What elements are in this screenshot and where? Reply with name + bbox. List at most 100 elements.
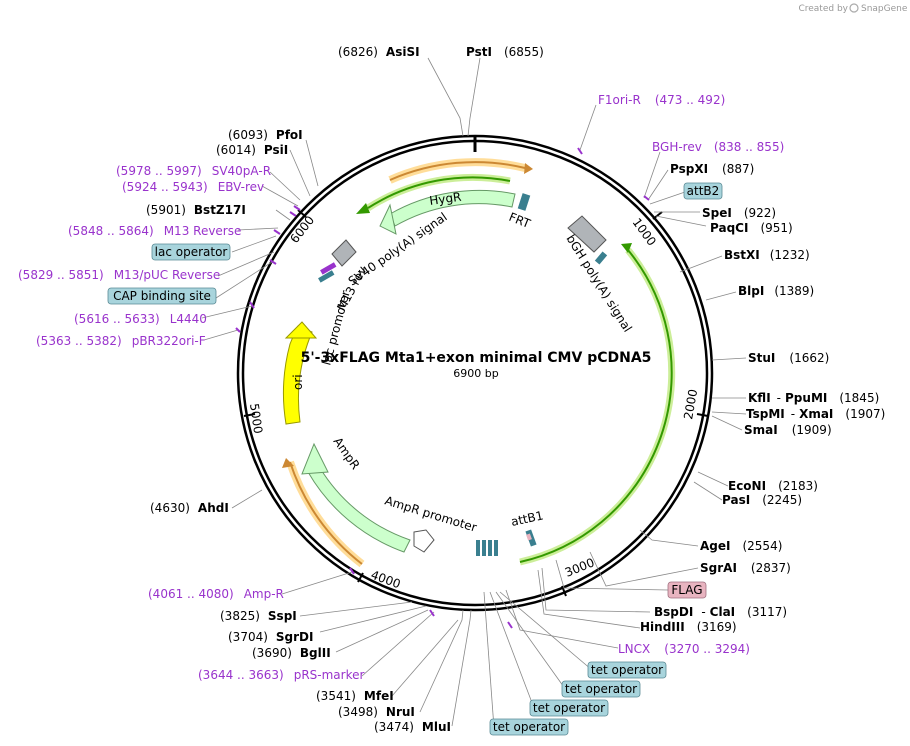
gray-feature-left — [331, 239, 357, 267]
plasmid-name: 5'-3xFLAG Mta1+exon minimal CMV pCDNA5 — [301, 350, 652, 366]
svg-text:FLAG: FLAG — [671, 583, 702, 597]
hygr-label: HygR — [428, 190, 462, 208]
tick-label-5000: 5000 — [247, 402, 265, 434]
plasmid-backbone — [236, 134, 714, 612]
site-paqci: PaqCI(951) — [710, 221, 793, 235]
primer-sv40pa-r: (5978 .. 5997)SV40pA-R — [116, 164, 271, 178]
hygr-orf-arrowhead — [524, 163, 533, 174]
green-arc-top — [367, 176, 511, 209]
ampr-orf-arrowhead — [282, 458, 294, 468]
credit-brand: SnapGene — [861, 4, 908, 14]
frt-label: FRT — [507, 210, 533, 231]
green-arc-top-arrowhead — [356, 203, 370, 214]
snapgene-logo: SnapGene — [849, 3, 908, 14]
site-nrui: (3498)NruI — [338, 705, 415, 719]
site-bstxi: BstXI(1232) — [724, 248, 810, 262]
ampr-promoter-label: AmpR promoter — [383, 493, 478, 534]
primer-m13-reverse: (5848 .. 5864)M13 Reverse — [68, 224, 241, 238]
box-tet-operator-1: tet operator — [587, 661, 667, 679]
frt-feature — [517, 193, 531, 211]
hygr-feature — [389, 189, 516, 227]
tick-3000 — [561, 585, 567, 597]
green-arc-right — [519, 249, 673, 563]
ampr-label: AmpR — [331, 435, 363, 472]
green-arc-right-arrowhead — [621, 243, 632, 253]
site-pspxi: PspXI(887) — [670, 162, 754, 176]
m13-rev-feature — [320, 262, 337, 275]
site-pfoi: (6093)PfoI — [228, 128, 303, 142]
box-tet-operator-4: tet operator — [489, 718, 569, 736]
site-econi: EcoNI(2183) — [728, 479, 818, 493]
tick-1000 — [652, 211, 663, 220]
hygr-arrowhead — [379, 203, 397, 235]
svg-text:tet operator: tet operator — [591, 663, 663, 677]
svg-text:tet operator: tet operator — [533, 701, 605, 715]
lac-operator-feature — [318, 270, 335, 283]
site-psii: (6014)PsiI — [216, 143, 288, 157]
tet-operator-3-feature — [488, 540, 492, 556]
site-sgrdi: (3704)SgrDI — [228, 630, 313, 644]
box-flag: FLAG — [667, 581, 707, 599]
primer-f1ori-r: F1ori-R(473 .. 492) — [598, 93, 725, 107]
tick-label-3000: 3000 — [563, 555, 597, 579]
tick-label-1000: 1000 — [630, 216, 659, 249]
site-bspdi-clai: BspDI-ClaI(3117) — [654, 605, 787, 619]
primer-prs-marker: (3644 .. 3663)pRS-marker — [198, 668, 364, 682]
site-psti: PstI(6855) — [466, 45, 544, 59]
ampr-promoter-feature — [413, 529, 435, 553]
attb2-feature — [594, 251, 608, 265]
site-sgrai: SgrAI(2837) — [700, 561, 791, 575]
box-lac-operator: lac operator — [151, 243, 231, 261]
plasmid-length: 6900 bp — [453, 367, 498, 380]
hygr-orf-arc — [389, 161, 526, 181]
site-mfei: (3541)MfeI — [316, 689, 394, 703]
primer-pbr322ori-f: (5363 .. 5382)pBR322ori-F — [36, 334, 206, 348]
site-spei: SpeI(922) — [702, 206, 776, 220]
site-kfli-ppumi: KflI-PpuMI(1845) — [748, 391, 879, 405]
tick-4000 — [357, 572, 364, 583]
site-pasi: PasI(2245) — [722, 493, 802, 507]
site-mlui: (3474)MluI — [374, 720, 451, 734]
ampr-feature — [307, 467, 411, 553]
box-attb2: attB2 — [683, 182, 723, 200]
site-asisi: (6826)AsiSI — [338, 45, 420, 59]
svg-text:tet operator: tet operator — [493, 720, 565, 734]
primer-m13-puc-reverse: (5829 .. 5851)M13/pUC Reverse — [18, 268, 220, 282]
site-smai: SmaI(1909) — [744, 423, 832, 437]
attb1-label: attB1 — [510, 508, 545, 528]
tick-2000 — [696, 413, 709, 417]
svg-text:lac operator: lac operator — [155, 245, 228, 259]
ori-arrowhead — [284, 321, 318, 339]
site-sspi: (3825)SspI — [220, 609, 297, 623]
site-ahdi: (4630)AhdI — [150, 501, 229, 515]
primer-amp-r: (4061 .. 4080)Amp-R — [148, 587, 284, 601]
site-hindiii: HindIII(3169) — [640, 620, 737, 634]
box-tet-operator-3: tet operator — [529, 699, 609, 717]
primer-marks — [235, 147, 650, 629]
credit-prefix: Created by — [798, 4, 848, 14]
leader-lines — [201, 57, 747, 729]
ampr-arrowhead — [301, 442, 329, 475]
box-tet-operator-2: tet operator — [561, 680, 641, 698]
tet-operator-2-feature — [482, 540, 486, 556]
tet-operator-4-feature — [494, 540, 498, 556]
site-bstz17i: (5901)BstZ17I — [146, 203, 246, 217]
tick-5000 — [243, 413, 256, 417]
bgh-polya-feature — [567, 215, 607, 253]
svg-text:attB2: attB2 — [687, 184, 720, 198]
tet-operator-1-feature — [476, 540, 480, 556]
ori-label: ori — [291, 374, 305, 390]
primer-bgh-rev: BGH-rev(838 .. 855) — [652, 140, 784, 154]
flag-feature — [526, 533, 532, 541]
tick-label-2000: 2000 — [681, 388, 700, 421]
site-blpi: BlpI(1389) — [738, 284, 814, 298]
primer-l4440: (5616 .. 5633)L4440 — [74, 312, 207, 326]
site-agei: AgeI(2554) — [700, 539, 782, 553]
site-stui: StuI(1662) — [748, 351, 829, 365]
tick-6000 — [297, 209, 307, 218]
site-tspmi-xmai: TspMI-XmaI(1907) — [746, 407, 885, 421]
primer-lncx: LNCX(3270 .. 3294) — [618, 642, 750, 656]
box-cap-binding-site: CAP binding site — [107, 287, 217, 305]
primer-ebv-rev: (5924 .. 5943)EBV-rev — [122, 180, 264, 194]
